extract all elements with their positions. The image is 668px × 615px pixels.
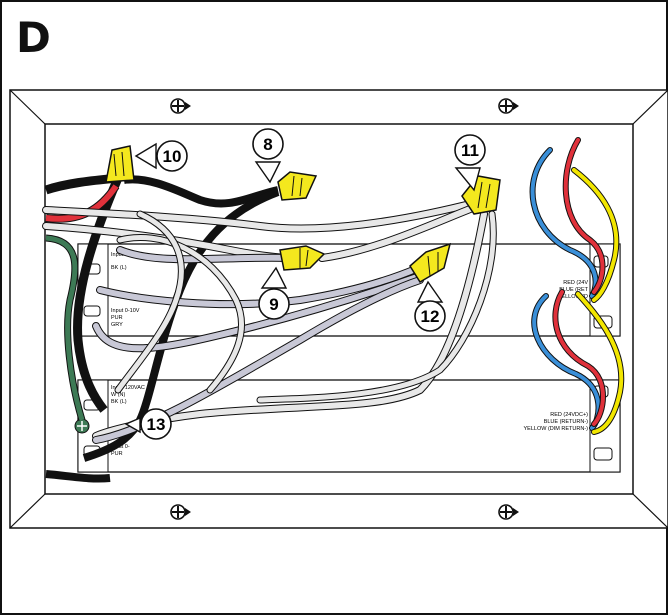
screw-icon bbox=[170, 504, 191, 520]
callout-9-label: 9 bbox=[269, 295, 278, 314]
black-wire-8 bbox=[123, 175, 279, 208]
driver-bottom-out-blue: BLUE (RETURN-) bbox=[544, 419, 588, 425]
driver-bottom-dim-pur: PUR bbox=[111, 451, 123, 457]
driver-bottom-input-white: W (N) bbox=[111, 392, 126, 398]
callout-13-label: 13 bbox=[147, 415, 166, 434]
driver-top-dim-gry: GRY bbox=[111, 322, 123, 328]
yellow-output-wire bbox=[572, 168, 619, 302]
black-stub bbox=[45, 470, 111, 483]
red-output-wire bbox=[563, 138, 605, 294]
driver-bottom-labels: Input 120VAC W (N) BK (L) Input 0- PUR R… bbox=[111, 385, 588, 457]
black-wire-to-driver bbox=[73, 176, 123, 413]
blue-output-wire bbox=[530, 148, 598, 298]
callout-11: 11 bbox=[454, 134, 486, 192]
wire-nut-10 bbox=[105, 145, 135, 183]
driver-bottom-input-label: Input 120VAC bbox=[111, 385, 145, 391]
screw-icon bbox=[170, 98, 191, 114]
driver-top-dim-pur: PUR bbox=[111, 315, 123, 321]
callout-11-label: 11 bbox=[461, 141, 479, 160]
ground-screw-icon bbox=[74, 418, 90, 434]
wire-nut-8 bbox=[277, 171, 318, 201]
driver-bottom-input-black: BK (L) bbox=[111, 399, 127, 405]
ground-wire bbox=[45, 235, 85, 421]
driver-bottom-dim-label: Input 0- bbox=[111, 444, 130, 450]
callout-10: 10 bbox=[134, 140, 188, 172]
gray-dim-wire bbox=[117, 247, 293, 263]
driver-top-out-yellow: YELLOW (D bbox=[558, 294, 588, 300]
driver-bottom-out-red: RED (24VDC+) bbox=[550, 412, 588, 418]
screw-icon bbox=[498, 98, 519, 114]
white-neutral-wire bbox=[43, 199, 481, 232]
callout-8: 8 bbox=[252, 128, 284, 184]
screw-icon bbox=[498, 504, 519, 520]
callout-9: 9 bbox=[258, 266, 290, 320]
panel-letter: D bbox=[16, 13, 51, 62]
driver-top-input-wire: BK (L) bbox=[111, 265, 127, 271]
driver-top-out-blue: BLUE (RET bbox=[559, 287, 588, 293]
callout-8-label: 8 bbox=[263, 135, 272, 154]
callout-12: 12 bbox=[414, 280, 446, 332]
driver-bottom-out-yellow: YELLOW (DIM RETURN-) bbox=[524, 426, 589, 432]
callout-12-label: 12 bbox=[421, 307, 440, 326]
wire-nut-12 bbox=[409, 242, 452, 284]
callout-13: 13 bbox=[124, 408, 172, 440]
driver-top-out-red: RED (24V bbox=[563, 280, 588, 286]
wire-nut-9 bbox=[279, 245, 326, 271]
driver-top-dim-label: Input 0-10V bbox=[111, 308, 140, 314]
gray-dim-wire-12 bbox=[97, 265, 421, 308]
callout-10-label: 10 bbox=[163, 147, 182, 166]
